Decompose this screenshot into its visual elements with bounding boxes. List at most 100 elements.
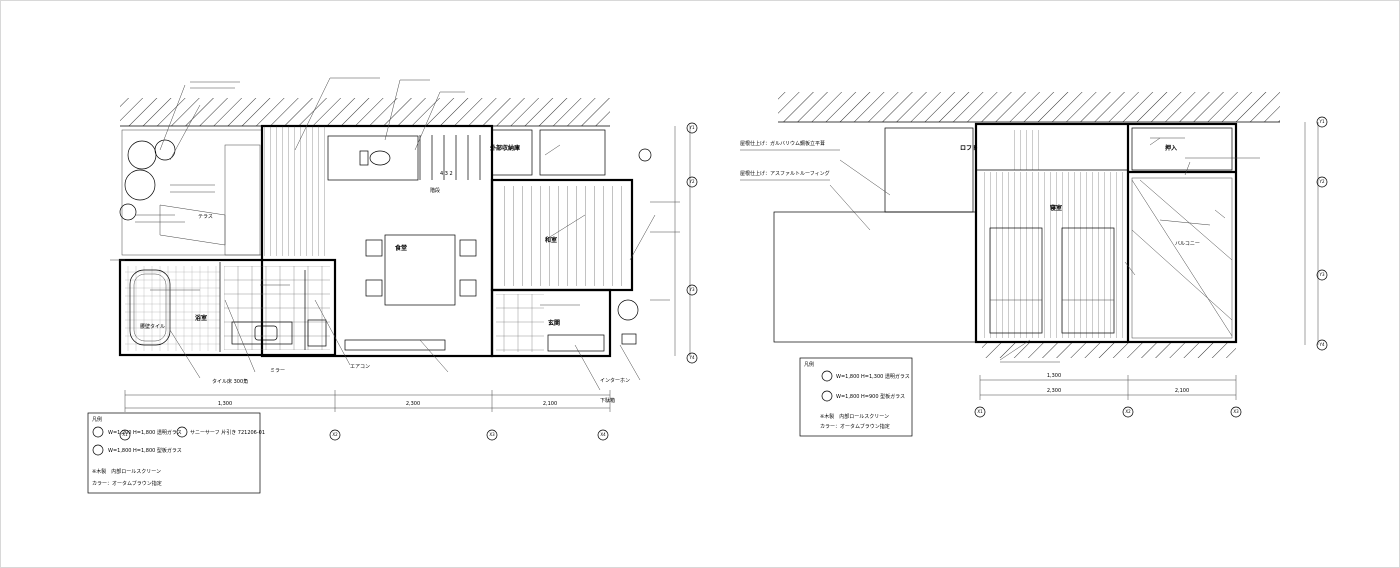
- aircon-unit: [344, 339, 446, 351]
- bath-label: 浴室: [195, 314, 207, 322]
- right-annotation-ticks: [740, 137, 1260, 363]
- legend-row: W=1,800 H=1,800 型板ガラス: [108, 447, 182, 454]
- left-stair-flooring: [262, 126, 327, 256]
- legend-title: 凡例: [92, 416, 102, 423]
- legend-spec: サニーサーフ 片引き 721206-01: [190, 429, 265, 436]
- window-symbol-icon: [821, 370, 833, 382]
- plant-icon: [638, 148, 652, 162]
- tatami-label: 和室: [544, 236, 557, 244]
- svg-text:X3: X3: [489, 432, 495, 437]
- roof-lower: [773, 211, 977, 343]
- window-symbol-icon: [92, 426, 104, 438]
- svg-text:X2: X2: [332, 432, 338, 437]
- washer-icon: [307, 319, 327, 347]
- shrub-icon: [127, 140, 157, 170]
- loft-label: ロフト: [960, 145, 978, 152]
- window-symbol-icon: [92, 444, 104, 456]
- right-legend-box: 凡例 W=1,800 H=1,300 透明ガラス W=1,800 H=900 型…: [799, 357, 913, 437]
- upper-closet: [1131, 127, 1233, 171]
- balcony-label: バルコニー: [1175, 241, 1200, 247]
- dining-label: 食堂: [394, 244, 407, 252]
- closet-label: 押入: [1165, 144, 1177, 152]
- chair-icon: [459, 239, 477, 257]
- shoe-cabinet: [547, 334, 605, 352]
- dimension-label: 2,300: [1047, 388, 1061, 394]
- stair-treads: [419, 135, 481, 180]
- shrub-icon: [119, 203, 137, 221]
- chair-icon: [365, 239, 383, 257]
- window-symbol-icon: [821, 390, 833, 402]
- dimension-label: 2,100: [543, 401, 557, 407]
- legend-note: ※木製 内部ロールスクリーン: [92, 468, 161, 475]
- left-deck: [224, 144, 261, 256]
- entrance-label: 玄関: [548, 319, 560, 327]
- roof-note: 屋根仕上げ：ガルバリウム鋼板立平葺: [740, 140, 825, 147]
- shrub-icon: [124, 169, 156, 201]
- dimension-label: 1,300: [1047, 373, 1061, 379]
- toilet-room: [327, 135, 419, 181]
- aircon-label: エアコン: [350, 364, 370, 370]
- chair-icon: [459, 279, 477, 297]
- mirror-label: ミラー: [270, 368, 285, 374]
- toilet-icon: [369, 150, 391, 166]
- svg-text:X2: X2: [1125, 409, 1131, 414]
- roof-note: 屋根仕上げ：アスファルトルーフィング: [740, 170, 830, 177]
- left-legend-box: 凡例 W=1,200 H=1,800 透明ガラス W=1,800 H=1,800…: [87, 412, 265, 494]
- right-dimensions: [979, 122, 1319, 400]
- left-boundary-hatch: [120, 98, 610, 126]
- bathtub: [129, 269, 171, 346]
- legend-note: ※木製 内部ロールスクリーン: [820, 413, 889, 420]
- tile-label: タイル床 300角: [212, 378, 248, 385]
- svg-text:X4: X4: [600, 432, 606, 437]
- dining-table: [384, 234, 456, 306]
- stair-label: 階段: [430, 187, 440, 194]
- chair-icon: [365, 279, 383, 297]
- svg-text:Y4: Y4: [1319, 342, 1325, 347]
- window-symbol-icon: [176, 426, 188, 438]
- svg-text:Y2: Y2: [1319, 179, 1325, 184]
- legend-note: カラー：オータムブラウン指定: [820, 423, 890, 430]
- left-bath-block: [118, 258, 337, 357]
- external-storage: [491, 129, 533, 176]
- bedroom-flooring: [980, 172, 1126, 338]
- svg-text:Y4: Y4: [689, 355, 695, 360]
- right-grid-markers: X1 X2 X3 Y1 Y2 Y3 Y4: [974, 116, 1328, 418]
- legend-row: W=1,800 H=1,300 透明ガラス: [836, 373, 910, 380]
- stair-step-numbers: 4 3 2: [440, 171, 453, 177]
- legend-note: カラー：オータムブラウン指定: [92, 480, 162, 487]
- right-leader-lines: [829, 137, 1226, 361]
- legend-row: W=1,200 H=1,800 透明ガラス: [108, 429, 182, 436]
- ladder-treads: [1012, 130, 1042, 170]
- svg-text:Y1: Y1: [1319, 119, 1325, 124]
- left-dimensions: [124, 126, 691, 412]
- tatami-flooring: [497, 186, 625, 286]
- sink-icon: [254, 325, 278, 341]
- svg-text:X3: X3: [1233, 409, 1239, 414]
- svg-text:Y2: Y2: [689, 179, 695, 184]
- dimension-label: 2,100: [1175, 388, 1189, 394]
- wall-tile-label: 腰壁タイル: [140, 323, 165, 330]
- right-bottom-hatch: [982, 342, 1236, 358]
- left-floor-plan: テラス 浴室 4 3 2 階段 外部: [87, 77, 698, 494]
- shoebox-label: 下駄箱: [600, 397, 615, 404]
- balcony-area: [1131, 177, 1233, 339]
- svg-text:X1: X1: [977, 409, 983, 414]
- svg-text:X1: X1: [122, 432, 128, 437]
- storage-label: 外部収納庫: [489, 144, 520, 152]
- left-grid-markers: X1 X2 X3 X4 Y1 Y2 Y3 Y4: [119, 122, 698, 441]
- dimension-label: 2,300: [406, 401, 420, 407]
- vanity-counter: [231, 321, 293, 345]
- legend-title: 凡例: [804, 361, 814, 368]
- right-floor-plan: ロフト 寝室 押入 バルコニー: [740, 92, 1328, 437]
- bedroom-label: 寝室: [1049, 204, 1062, 212]
- svg-text:Y3: Y3: [689, 287, 695, 292]
- shrub-icon: [154, 139, 176, 161]
- left-garden-area: [121, 129, 263, 256]
- right-boundary-hatch: [778, 92, 1280, 122]
- left-leader-lines: [110, 77, 656, 391]
- svg-text:Y1: Y1: [689, 125, 695, 130]
- legend-row: W=1,800 H=900 型板ガラス: [836, 393, 905, 400]
- intercom-label: インターホン: [600, 377, 630, 384]
- left-annotation-ticks: [135, 77, 680, 306]
